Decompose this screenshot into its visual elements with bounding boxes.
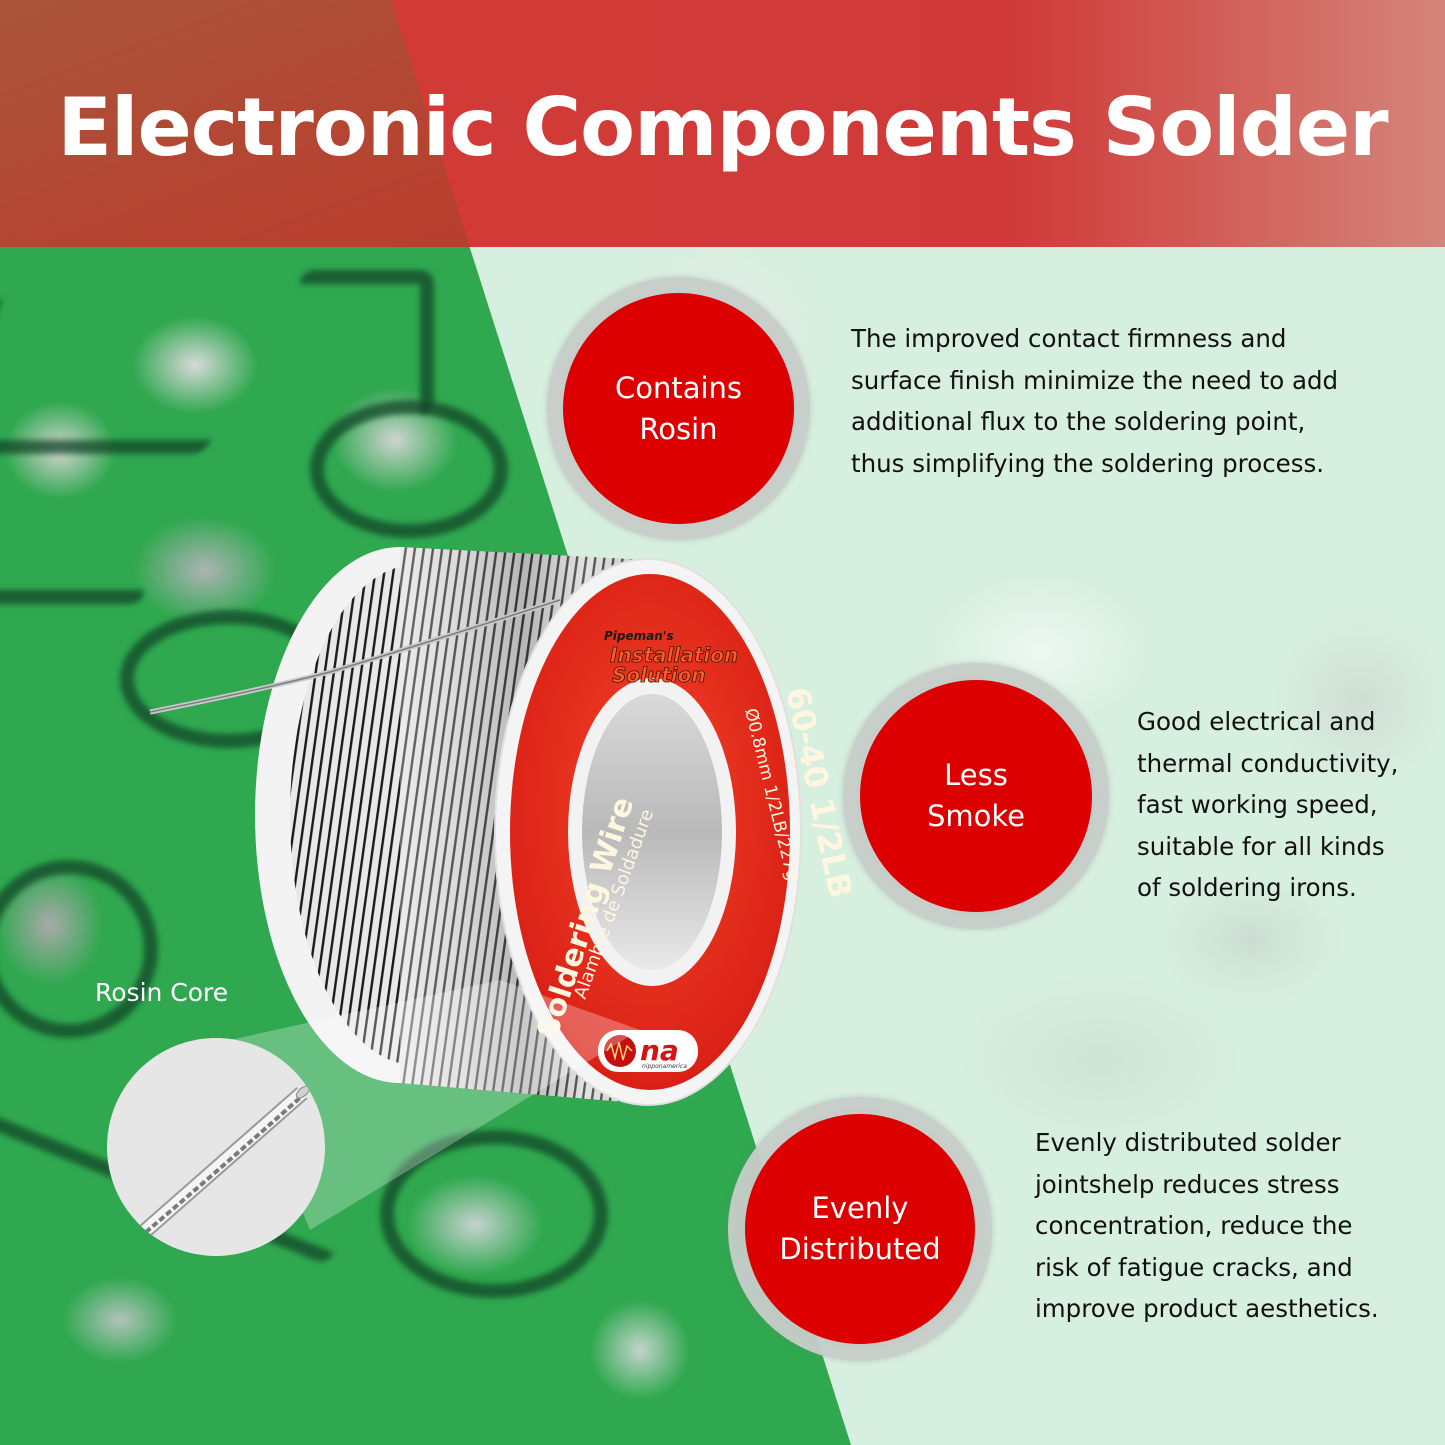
feature-description-contains-rosin: The improved contact firmness and surfac… bbox=[851, 318, 1338, 484]
rosin-core-label: Rosin Core bbox=[95, 978, 229, 1007]
na-logo-subtext: nipponamerica bbox=[642, 1063, 687, 1070]
badge-line: Smoke bbox=[926, 799, 1025, 833]
description-line: The improved contact firmness and bbox=[851, 324, 1287, 353]
feature-description-less-smoke: Good electrical and thermal conductivity… bbox=[1137, 701, 1398, 909]
brand-installation: Installation bbox=[610, 643, 738, 667]
feature-badge-label: Evenly Distributed bbox=[745, 1114, 975, 1344]
rosin-core-magnified-inset bbox=[107, 1038, 325, 1256]
feature-badge-evenly-distributed: Evenly Distributed bbox=[728, 1097, 992, 1361]
description-line: concentration, reduce the bbox=[1035, 1211, 1353, 1240]
brand-pipemans: Pipeman's bbox=[604, 629, 674, 643]
description-line: of soldering irons. bbox=[1137, 873, 1357, 902]
description-line: surface finish minimize the need to add bbox=[851, 365, 1339, 395]
description-line: suitable for all kinds bbox=[1137, 831, 1385, 861]
rosin-core-wire-icon bbox=[131, 1085, 311, 1245]
description-line: fast working speed, bbox=[1137, 790, 1378, 819]
description-line: jointshelp reduces stress bbox=[1035, 1169, 1340, 1199]
badge-line: Contains bbox=[614, 370, 743, 405]
description-line: improve product aesthetics. bbox=[1035, 1294, 1379, 1323]
badge-line: Less bbox=[944, 758, 1008, 792]
pcb-trace bbox=[0, 530, 144, 604]
description-line: risk of fatigue cracks, and bbox=[1035, 1252, 1353, 1282]
header-banner-left-shade bbox=[0, 0, 470, 247]
solder-pad bbox=[310, 400, 508, 538]
description-line: additional flux to the soldering point, bbox=[851, 407, 1306, 436]
description-line: thus simplifying the soldering process. bbox=[851, 448, 1325, 478]
feature-description-evenly-distributed: Evenly distributed solder jointshelp red… bbox=[1035, 1122, 1379, 1330]
description-line: thermal conductivity, bbox=[1137, 748, 1399, 778]
na-logo-wave-icon bbox=[604, 1035, 636, 1067]
spool-hub-hole bbox=[582, 694, 722, 970]
description-line: Good electrical and bbox=[1137, 707, 1376, 736]
pcb-trace bbox=[300, 270, 434, 414]
feature-badge-contains-rosin: Contains Rosin bbox=[547, 277, 810, 540]
feature-badge-label: Contains Rosin bbox=[563, 293, 794, 524]
feature-badge-label: Less Smoke bbox=[860, 680, 1092, 912]
badge-line: Distributed bbox=[779, 1232, 941, 1266]
pcb-trace bbox=[0, 300, 263, 454]
description-line: Evenly distributed solder bbox=[1035, 1128, 1341, 1157]
feature-badge-less-smoke: Less Smoke bbox=[843, 663, 1109, 929]
badge-line: Evenly bbox=[811, 1191, 909, 1225]
badge-line: Rosin bbox=[639, 411, 718, 446]
na-logo-text: na bbox=[640, 1034, 679, 1067]
brand-solution: Solution bbox=[612, 663, 706, 687]
page-title: Electronic Components Solder bbox=[57, 81, 1388, 174]
